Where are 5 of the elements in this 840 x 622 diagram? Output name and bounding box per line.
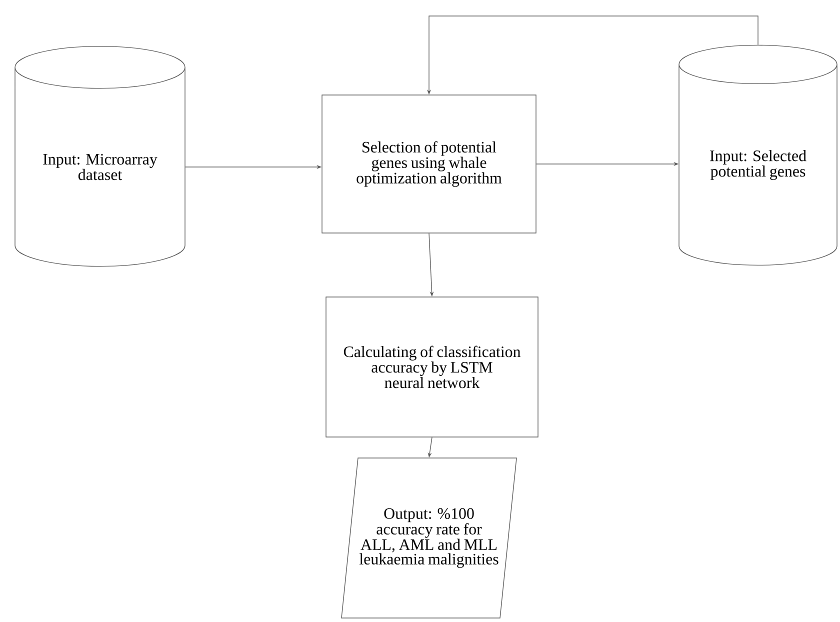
process-box: Calculating of classification accuracy by LSTM neural network [326,296,538,438]
output-parallelogram: Output: %100 accuracy rate for ALL, AML and MLL leukaemia malignities [341,458,517,618]
process-box: Selection of potential genes using whale optimization algorithm [322,94,536,234]
database-cylinder: Input: Microarray dataset [14,46,186,267]
database-cylinder: Input: Selected potential genes [678,44,838,266]
